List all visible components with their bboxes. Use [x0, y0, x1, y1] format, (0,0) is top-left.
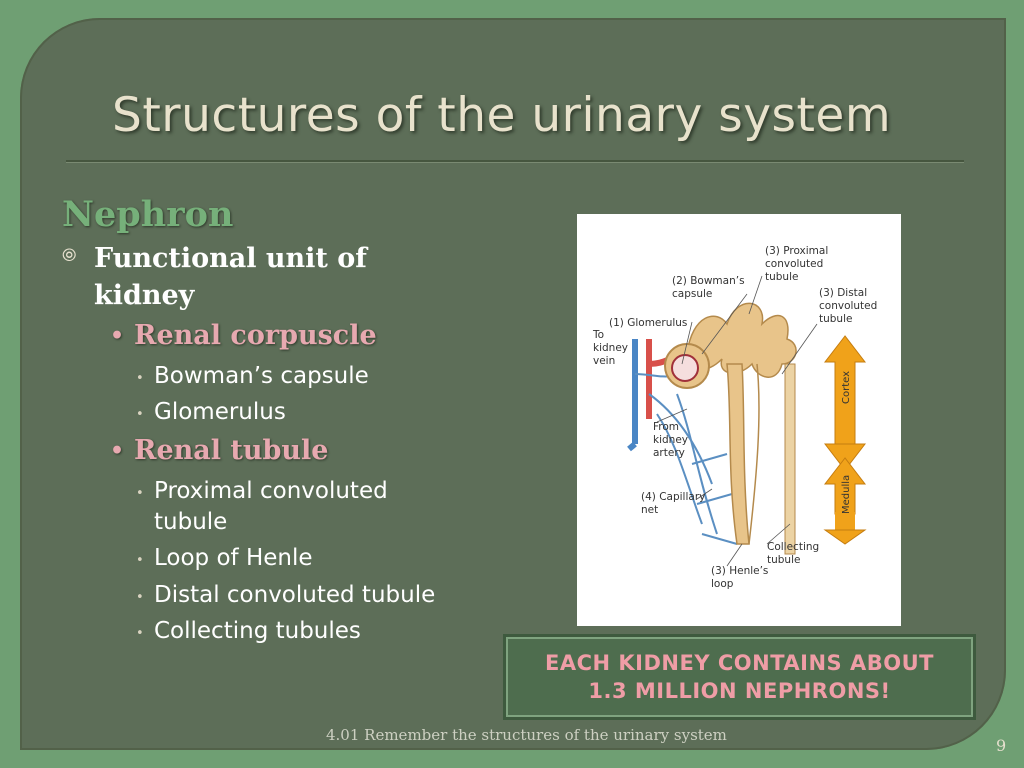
label-henle-1: (3) Henle’s	[711, 565, 768, 577]
circle-bullet-icon: ⦾	[62, 245, 77, 266]
bullet-dot-icon: •	[136, 626, 144, 641]
label-collecting-2: tubule	[767, 554, 800, 566]
label-distal-1: (3) Distal	[819, 287, 867, 299]
label-proximal-1: (3) Proximal	[765, 245, 828, 257]
list-item: • Bowman’s capsule	[136, 361, 476, 394]
medulla-label: Medulla	[841, 475, 852, 514]
label-proximal-2: convoluted	[765, 258, 823, 270]
nephron-count-callout: Each kidney contains about 1.3 million n…	[503, 634, 976, 720]
subheading-renal-corpuscle: • Renal corpuscle	[110, 320, 377, 351]
leader-lines	[656, 275, 818, 567]
collecting-tubule-shape	[784, 363, 796, 555]
section-heading: Nephron	[62, 194, 234, 235]
label-bowman-1: (2) Bowman’s	[672, 275, 745, 287]
label-proximal-3: tubule	[765, 271, 798, 283]
list-item-text: Proximal convoluted tubule	[154, 478, 388, 535]
label-collecting-1: Collecting	[767, 541, 819, 553]
vein-vessels	[627, 339, 638, 452]
bullet-dot-icon: •	[136, 407, 144, 422]
list-item: • Glomerulus	[136, 397, 476, 430]
label-capillary-2: net	[641, 504, 658, 516]
list-item: • Distal convoluted tubule	[136, 580, 476, 613]
list-item: • Loop of Henle	[136, 543, 476, 576]
bullet-dot-icon: •	[110, 437, 125, 464]
subheading-label: Renal tubule	[134, 435, 329, 466]
bullet-dot-icon: •	[110, 322, 125, 349]
label-henle-2: loop	[711, 578, 734, 590]
subheading-label: Renal corpuscle	[134, 320, 377, 351]
label-bowman-2: capsule	[672, 288, 712, 300]
bullet-dot-icon: •	[136, 590, 144, 605]
list-item: • Collecting tubules	[136, 616, 476, 649]
slide-title: Structures of the urinary system	[112, 88, 892, 143]
cortex-arrow	[823, 335, 867, 471]
list-item-text: Collecting tubules	[154, 618, 361, 644]
callout-line-2: 1.3 million nephrons!	[588, 679, 891, 703]
nephron-illustration: Cortex Medulla	[592, 245, 877, 590]
nephron-diagram: Cortex Medulla	[577, 214, 901, 626]
bullet-dot-icon: •	[136, 553, 144, 568]
list-item-text: Glomerulus	[154, 399, 286, 425]
convoluted-tubule	[686, 302, 797, 545]
label-vein-2: kidney	[593, 342, 628, 354]
list-item-text: Loop of Henle	[154, 545, 313, 571]
main-bullet-text: Functional unit of kidney	[94, 243, 367, 311]
main-bullet: ⦾ Functional unit of kidney	[62, 240, 414, 314]
label-artery-2: kidney	[653, 434, 688, 446]
label-capillary-1: (4) Capillary	[641, 491, 705, 503]
label-vein-3: vein	[593, 355, 615, 367]
title-divider	[66, 160, 964, 163]
label-artery-3: artery	[653, 447, 685, 459]
label-vein-1: To	[592, 329, 604, 341]
label-distal-3: tubule	[819, 313, 852, 325]
callout-line-1: Each kidney contains about	[545, 651, 934, 675]
bullet-dot-icon: •	[136, 486, 144, 501]
subheading-renal-tubule: • Renal tubule	[110, 435, 328, 466]
page-number: 9	[996, 736, 1007, 755]
label-artery-1: From	[653, 421, 679, 433]
list-item-text: Distal convoluted tubule	[154, 582, 436, 608]
medulla-arrow	[823, 457, 867, 545]
list-item-text: Bowman’s capsule	[154, 363, 369, 389]
cortex-label: Cortex	[841, 371, 852, 404]
label-glomerulus: (1) Glomerulus	[609, 317, 687, 329]
slide-footer: 4.01 Remember the structures of the urin…	[326, 726, 727, 744]
label-distal-2: convoluted	[819, 300, 877, 312]
list-item: • Proximal convoluted tubule	[136, 476, 476, 538]
bullet-dot-icon: •	[136, 371, 144, 386]
glomerulus-shape	[671, 354, 699, 382]
